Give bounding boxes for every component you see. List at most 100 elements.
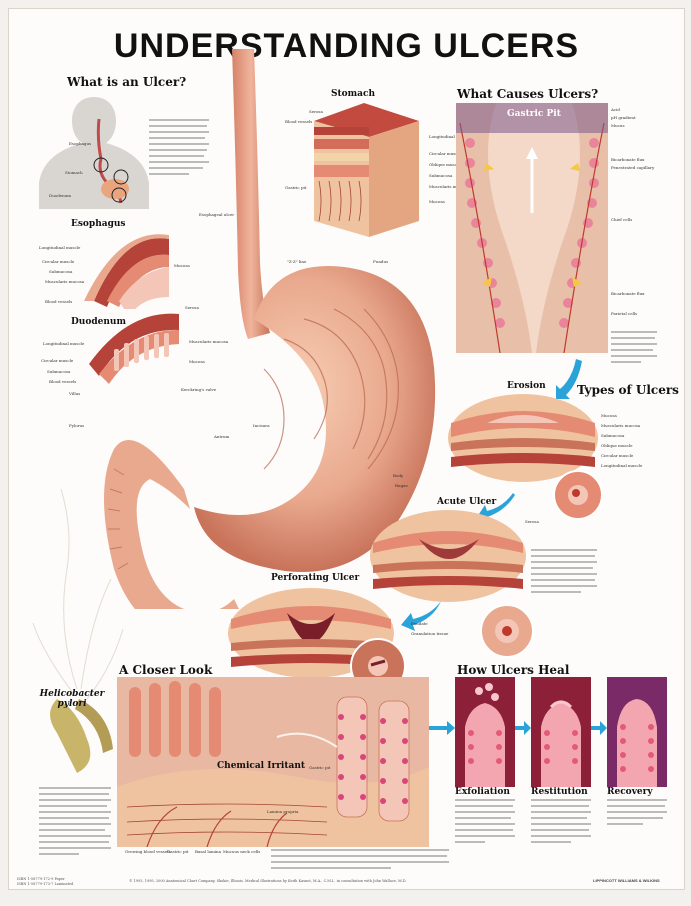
erosion-illustration [448,394,598,482]
publisher-logo: LIPPINCOTT WILLIAMS & WILKINS [593,878,660,883]
restitution-text-block [531,799,591,843]
label-exudate: Exudate [411,621,428,626]
label-mucosa-erosion: Mucosa [601,413,617,418]
label-basal-lamina: Basal lamina [195,849,222,854]
esophagus-heading: Esophagus [71,219,126,229]
ulcer-poster: UNDERSTANDING ULCERS What is an Ulcer? E… [8,8,685,890]
label-circular-muscle-duo: Circular muscle [41,358,74,363]
label-circular-muscle-stomach: Circular muscle [429,151,462,156]
label-blood-vessels-eso: Blood vessels [45,299,73,304]
label-esophageal-ulcer: Esophageal ulcer [199,212,235,217]
duodenum-heading: Duodenum [71,317,126,327]
label-chief-cells: Chief cells [611,217,633,222]
acute-ulcer-text-block [531,549,597,593]
stomach-heading: Stomach [331,89,376,99]
label-muscularis-mucosa-duo: Muscularis mucosa [189,339,229,344]
label-esophagus-small: Esophagus [69,141,92,146]
restitution-heading: Restitution [531,787,588,797]
label-mucosa-eso: Mucosa [174,263,190,268]
label-fundus: Fundus [373,259,389,264]
closer-look-illustration [117,677,429,847]
label-muscularis-mucosa-stomach: Muscularis mucosa [429,184,469,189]
label-serosa-duo: Serosa [185,305,199,310]
label-bicarbonate-flux-1: Bicarbonate flux [611,157,645,162]
label-ph-gradient: pH gradient [611,115,636,120]
label-longitudinal-muscle-duo: Longitudinal muscle [43,341,85,346]
heal-heading: How Ulcers Heal [457,663,570,677]
blue-arrow-icon [401,601,441,631]
label-longitudinal-muscle-stomach: Longitudinal muscle [429,134,471,139]
label-parietal-cells: Parietal cells [611,311,638,316]
chemical-irritant-heading: Chemical Irritant [217,761,306,771]
label-gastric-pit-bottom: Gastric pit [167,849,189,854]
recovery-text-block [607,799,667,825]
label-gastric-pit-stomach: Gastric pit [285,185,307,190]
helicobacter-text-block [39,787,111,855]
label-serosa-stomach: Serosa [309,109,323,114]
label-circular-muscle-erosion: Circular muscle [601,453,634,458]
label-blood-vessel-stomach: Blood vessels [285,119,313,124]
label-fenestrated-capillary: Fenestrated capillary [611,165,655,170]
label-body: Body [393,473,404,478]
label-mucosa-stomach: Mucosa [429,199,445,204]
blue-arrow-icon [477,493,515,521]
causes-heading: What Causes Ulcers? [457,87,599,101]
recovery-heading: Recovery [607,787,653,797]
label-antrum: Antrum [214,434,230,439]
label-z-line: "Z-Z" line [287,259,307,264]
exfoliation-text-block [455,799,515,843]
acute-ulcer-heading: Acute Ulcer [437,497,497,507]
acute-ulcer-illustration [370,510,526,602]
label-circular-muscle-eso: Circular muscle [42,259,75,264]
helicobacter-illustration [32,489,124,773]
label-mucosa-duo: Mucosa [189,359,205,364]
stomach-main-illustration [104,49,436,609]
blue-arrow-icon [429,721,455,735]
exfoliation-heading: Exfoliation [455,787,510,797]
what-is-ulcer-heading: What is an Ulcer? [67,75,187,89]
magnifier-circle-icon [480,604,534,658]
human-silhouette-figure [39,97,149,209]
poster-title: UNDERSTANDING ULCERS [113,27,580,65]
label-oblique-muscle-erosion: Oblique muscle [601,443,633,448]
label-submucosa-erosion: Submucosa [601,433,625,438]
isbn-laminated: ISBN 1-58779-173-7 Laminated [17,882,74,886]
blue-arrow-icon [556,359,582,399]
label-blood-vessels-duo: Blood vessels [49,379,77,384]
copyright-line: © 1993, 1995, 2000 Anatomical Chart Comp… [129,879,407,883]
gastric-pit-heading: Gastric Pit [507,109,561,119]
label-submucosa-stomach: Submucosa [429,173,453,178]
blue-arrow-icon [591,721,607,735]
blue-arrow-icon [515,721,531,735]
helicobacter-heading: Helicobacter pylori [39,689,105,709]
label-pylorus: Pylorus [69,423,85,428]
label-gastric-pit-closer: Gastric pit [309,765,331,770]
label-stomach-small: Stomach [65,170,83,175]
label-growing-blood-vessels: Growing blood vessels [125,849,171,854]
label-mucus: Mucus [611,123,625,128]
label-submucosa-duo: Submucosa [47,369,71,374]
stomach-wall-block [314,103,419,237]
label-mucous-neck-cells: Mucous neck cells [223,849,261,854]
isbn-paper: ISBN 1-58779-172-9 Paper [17,877,65,881]
label-duodenum-small: Duodenum [49,193,72,198]
recovery-illustration [607,677,667,787]
label-muscularis-mucosa-erosion: Muscularis mucosa [601,423,641,428]
duodenum-cross-section [89,313,179,384]
closer-look-text-block [271,849,449,869]
restitution-illustration [531,677,591,787]
label-longitudinal-muscle-eso: Longitudinal muscle [39,245,81,250]
erosion-heading: Erosion [507,381,546,391]
label-bicarbonate-flux-2: Bicarbonate flux [611,291,645,296]
label-submucosa-eso: Submucosa [49,269,73,274]
label-kerckrings-valve: Kerckring's valve [181,387,217,392]
label-rugae: Rugae [395,483,408,488]
exfoliation-illustration [455,677,515,787]
label-serosa-types: Serosa [525,519,539,524]
label-muscularis-mucosa-eso: Muscularis mucosa [45,279,85,284]
types-heading: Types of Ulcers [577,383,679,397]
what-is-ulcer-text-block [149,119,211,187]
label-acid: Acid [611,107,620,112]
label-oblique-muscle-stomach: Oblique muscle [429,162,461,167]
esophagus-cross-section [84,234,169,309]
